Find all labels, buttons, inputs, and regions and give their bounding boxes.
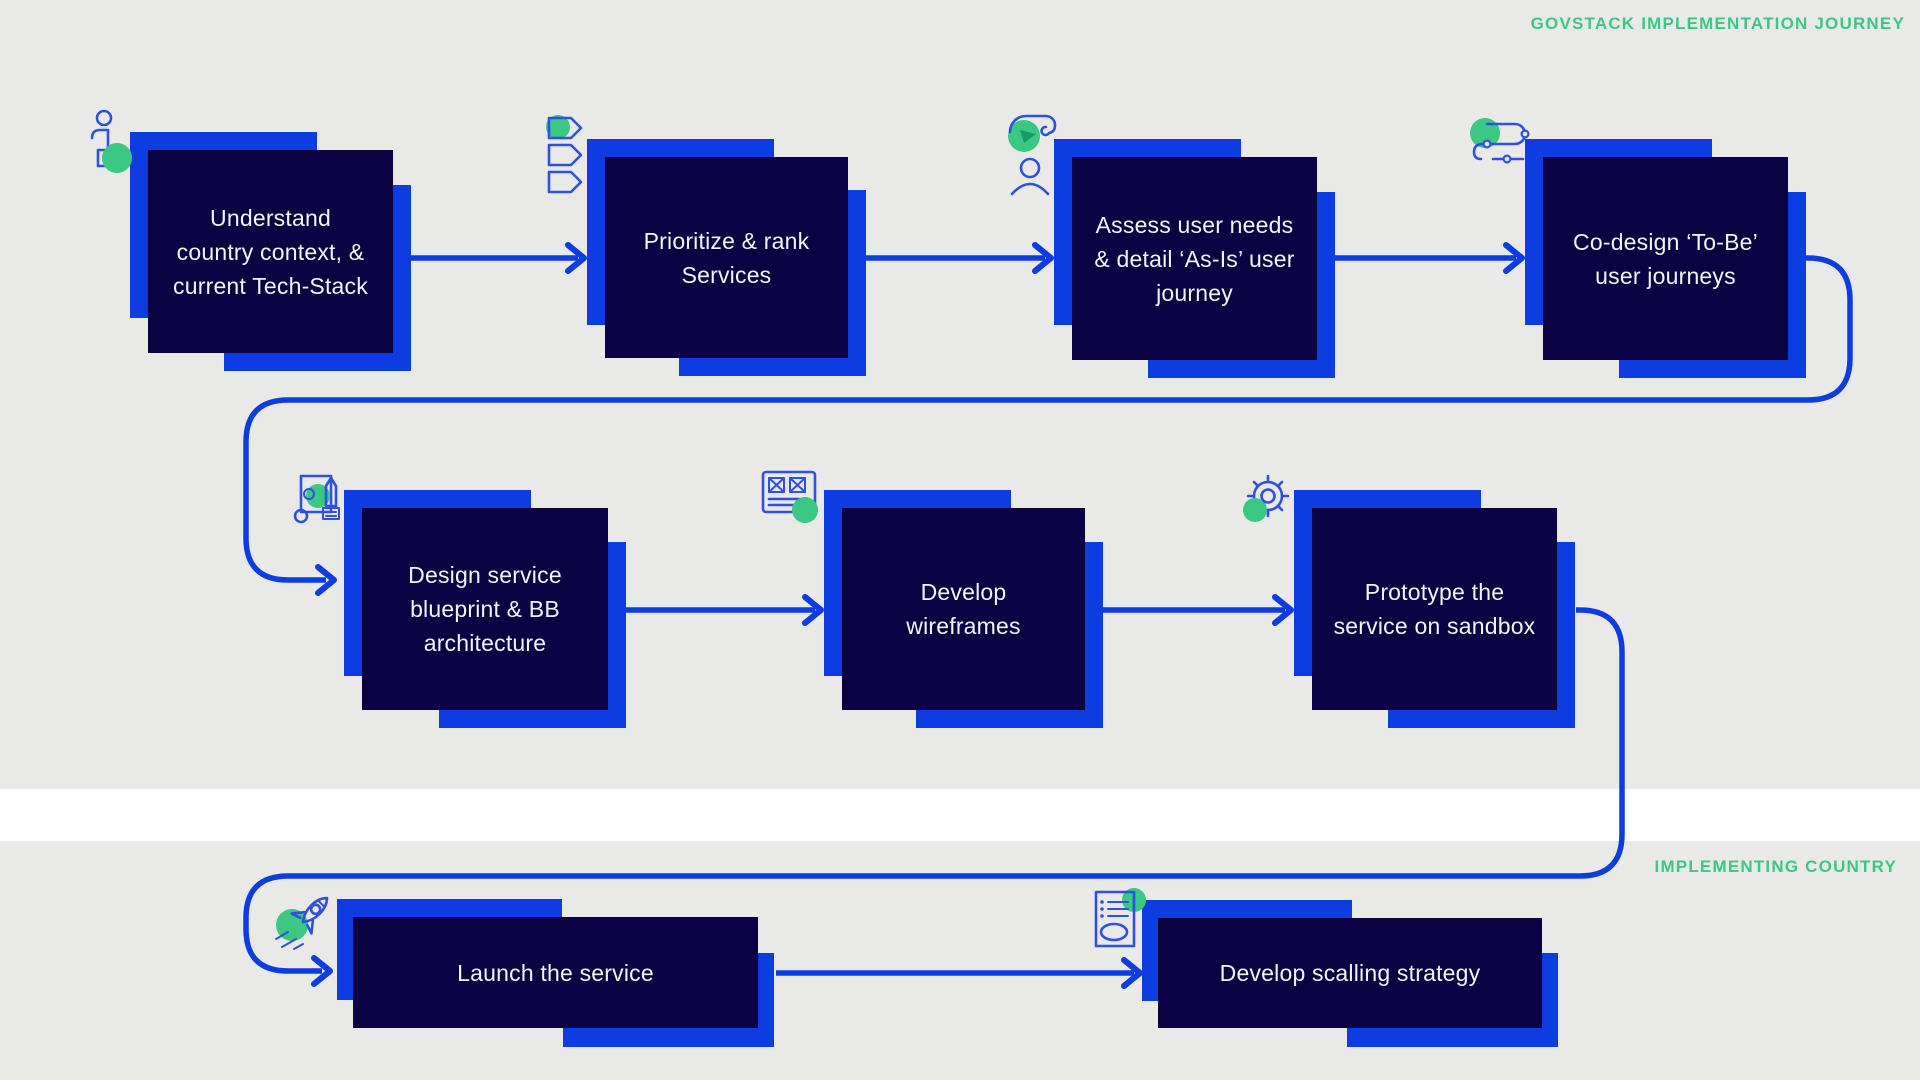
arrowhead bbox=[802, 594, 824, 626]
step-box-understand-context: Understand country context, & current Te… bbox=[130, 132, 411, 371]
step-box-develop-wireframes: Develop wireframes bbox=[824, 490, 1103, 728]
arrowhead bbox=[1503, 242, 1525, 274]
user-interview-icon bbox=[1008, 114, 1057, 196]
step-label: Co-design ‘To-Be’ user journeys bbox=[1573, 228, 1758, 289]
step-face: Co-design ‘To-Be’ user journeys bbox=[1543, 157, 1788, 360]
step-label: Design service blueprint & BB architectu… bbox=[408, 562, 562, 656]
step-face: Prioritize & rank Services bbox=[605, 157, 848, 358]
connector-step4-step5 bbox=[243, 255, 1853, 583]
arrowhead bbox=[1272, 594, 1294, 626]
step-face: Develop scalling strategy bbox=[1158, 918, 1542, 1028]
step-box-develop-scaling: Develop scalling strategy bbox=[1142, 900, 1558, 1047]
step-box-assess-user-needs: Assess user needs & detail ‘As-Is’ user … bbox=[1054, 139, 1335, 378]
journey-route-icon bbox=[1470, 118, 1530, 164]
step-face: Understand country context, & current Te… bbox=[148, 150, 393, 353]
step-label: Understand country context, & current Te… bbox=[173, 204, 368, 299]
step-box-prototype-sandbox: Prototype the service on sandbox bbox=[1294, 490, 1575, 728]
step-label: Prioritize & rank Services bbox=[643, 227, 810, 288]
arrowhead bbox=[1121, 957, 1143, 989]
arrowhead bbox=[311, 955, 333, 987]
strategy-document-icon bbox=[1094, 888, 1146, 948]
rocket-icon bbox=[275, 896, 329, 950]
step-face: Prototype the service on sandbox bbox=[1312, 508, 1557, 710]
step-box-prioritize-rank: Prioritize & rank Services bbox=[587, 139, 866, 376]
step-label: Develop wireframes bbox=[906, 579, 1021, 639]
step-label: Assess user needs & detail ‘As-Is’ user … bbox=[1094, 211, 1295, 306]
step-label: Develop scalling strategy bbox=[1219, 960, 1481, 986]
country-section-label: IMPLEMENTING COUNTRY bbox=[1654, 857, 1897, 876]
blueprint-icon bbox=[293, 474, 340, 524]
info-person-icon bbox=[90, 109, 132, 173]
step-face: Develop wireframes bbox=[842, 508, 1085, 710]
step-box-codesign-tobe: Co-design ‘To-Be’ user journeys bbox=[1525, 139, 1806, 378]
step-face: Launch the service bbox=[353, 917, 758, 1028]
wireframe-icon bbox=[761, 470, 818, 523]
connector-step7-step8 bbox=[243, 607, 1625, 974]
arrowhead bbox=[315, 564, 337, 596]
step-box-launch-service: Launch the service bbox=[337, 899, 774, 1047]
ranked-tags-icon bbox=[546, 115, 583, 194]
journey-section-label: GOVSTACK IMPLEMENTATION JOURNEY bbox=[1530, 14, 1905, 33]
step-box-design-blueprint: Design service blueprint & BB architectu… bbox=[344, 490, 626, 728]
step-face: Design service blueprint & BB architectu… bbox=[362, 508, 608, 710]
section-divider-band bbox=[0, 789, 1920, 841]
step-label: Prototype the service on sandbox bbox=[1333, 579, 1536, 639]
step-face: Assess user needs & detail ‘As-Is’ user … bbox=[1072, 157, 1317, 360]
arrowhead bbox=[1032, 242, 1054, 274]
arrowhead bbox=[565, 242, 587, 274]
step-label: Launch the service bbox=[457, 959, 654, 986]
gear-prototype-icon bbox=[1243, 474, 1290, 522]
